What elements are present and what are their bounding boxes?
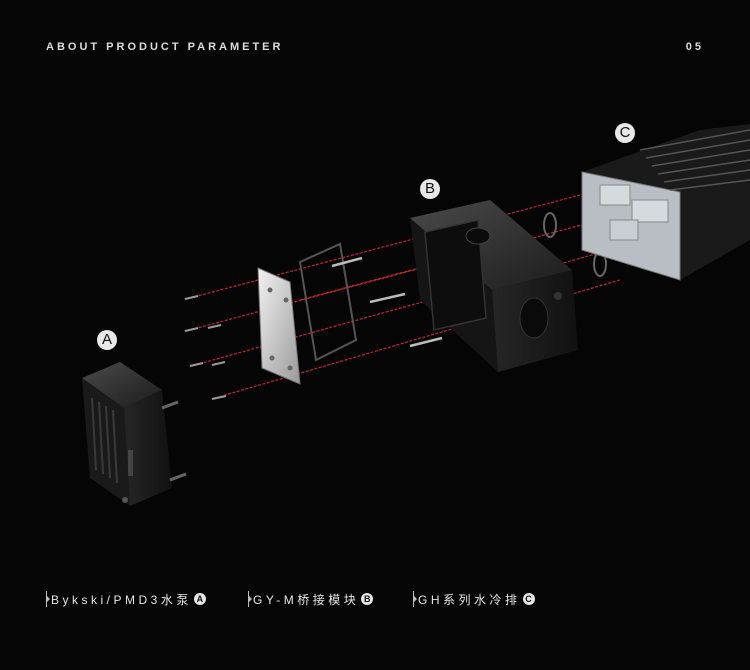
caption-marker-icon [46,591,50,607]
header-title: ABOUT PRODUCT PARAMETER [46,41,284,53]
page-number: 05 [685,41,704,53]
pump-part-a [82,362,187,506]
caption-badge: A [193,593,206,605]
caption-badge: C [522,593,535,605]
caption-pump: Bykski/PMD3水泵 A [46,590,206,608]
bridge-module-part-b [410,200,578,372]
caption-marker-icon [413,591,417,607]
part-badge-c: C [615,123,635,143]
radiator-part-c [581,124,750,281]
caption-text: GY-M桥接模块 [253,592,360,607]
caption-bridge: GY-M桥接模块 B [248,590,374,608]
gasket [298,242,358,362]
screws-left [184,295,227,400]
part-badge-a: A [97,330,117,350]
caption-marker-icon [248,591,252,607]
part-badge-b: B [420,179,440,199]
caption-text: Bykski/PMD3水泵 [51,592,192,607]
caption-text: GH系列水冷排 [418,592,521,607]
caption-radiator: GH系列水冷排 C [413,590,535,608]
metal-plate [257,267,301,385]
caption-badge: B [361,593,374,605]
screws-middle [331,256,443,348]
